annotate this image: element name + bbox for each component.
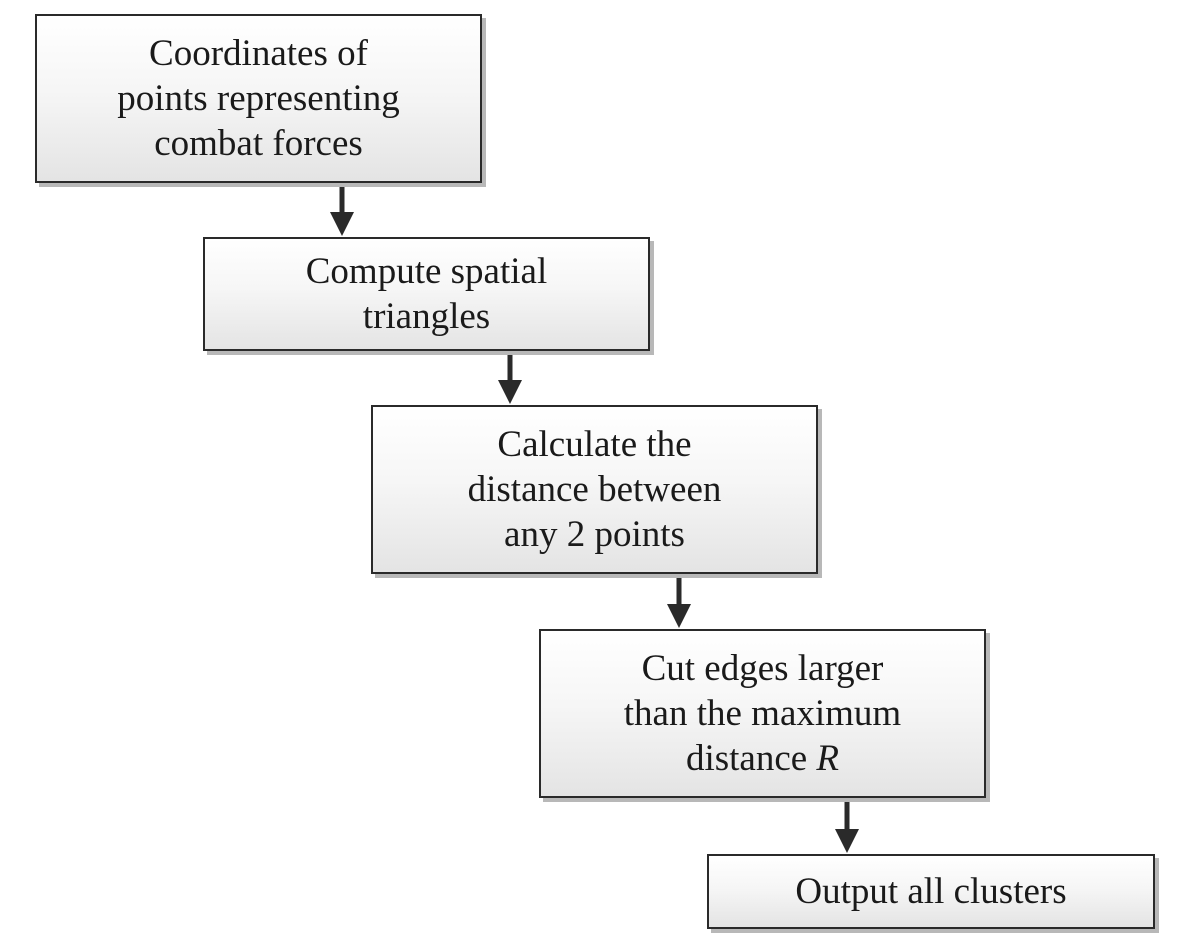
arrow-4-to-5: [835, 798, 859, 853]
step-cut-edges-line-3-text: distance: [685, 738, 817, 779]
step-output-clusters-line-1: Output all clusters: [795, 871, 1067, 912]
step-coordinates-line-1: Coordinates of: [149, 33, 368, 74]
step-output-clusters-label: Output all clusters: [795, 869, 1066, 914]
step-compute-triangles-line-1: Compute spatial: [305, 251, 548, 292]
step-calculate-distance-box: Calculate the distance between any 2 poi…: [371, 405, 818, 574]
step-coordinates-label: Coordinates of points representing comba…: [117, 31, 400, 166]
step-compute-triangles-label: Compute spatial triangles: [306, 249, 548, 339]
arrow-2-to-3: [498, 351, 522, 404]
step-cut-edges-line-2: than the maximum: [623, 693, 902, 734]
step-calculate-distance-line-3: any 2 points: [504, 514, 685, 555]
arrow-1-to-2: [330, 183, 354, 236]
step-coordinates-line-2: points representing: [117, 78, 400, 119]
step-cut-edges-box: Cut edges larger than the maximum distan…: [539, 629, 986, 798]
step-calculate-distance-line-2: distance between: [467, 469, 722, 510]
step-calculate-distance-label: Calculate the distance between any 2 poi…: [468, 422, 722, 557]
step-output-clusters-box: Output all clusters: [707, 854, 1155, 929]
step-compute-triangles-box: Compute spatial triangles: [203, 237, 650, 351]
max-distance-variable: R: [816, 738, 840, 779]
step-cut-edges-line-3: distance R: [624, 736, 901, 781]
step-calculate-distance-line-1: Calculate the: [497, 424, 692, 465]
step-coordinates-line-3: combat forces: [154, 123, 363, 164]
step-cut-edges-line-1: Cut edges larger: [641, 648, 884, 689]
step-coordinates-box: Coordinates of points representing comba…: [35, 14, 482, 183]
step-cut-edges-label: Cut edges larger than the maximum distan…: [624, 646, 901, 781]
arrow-3-to-4: [667, 574, 691, 628]
step-compute-triangles-line-2: triangles: [362, 296, 491, 337]
